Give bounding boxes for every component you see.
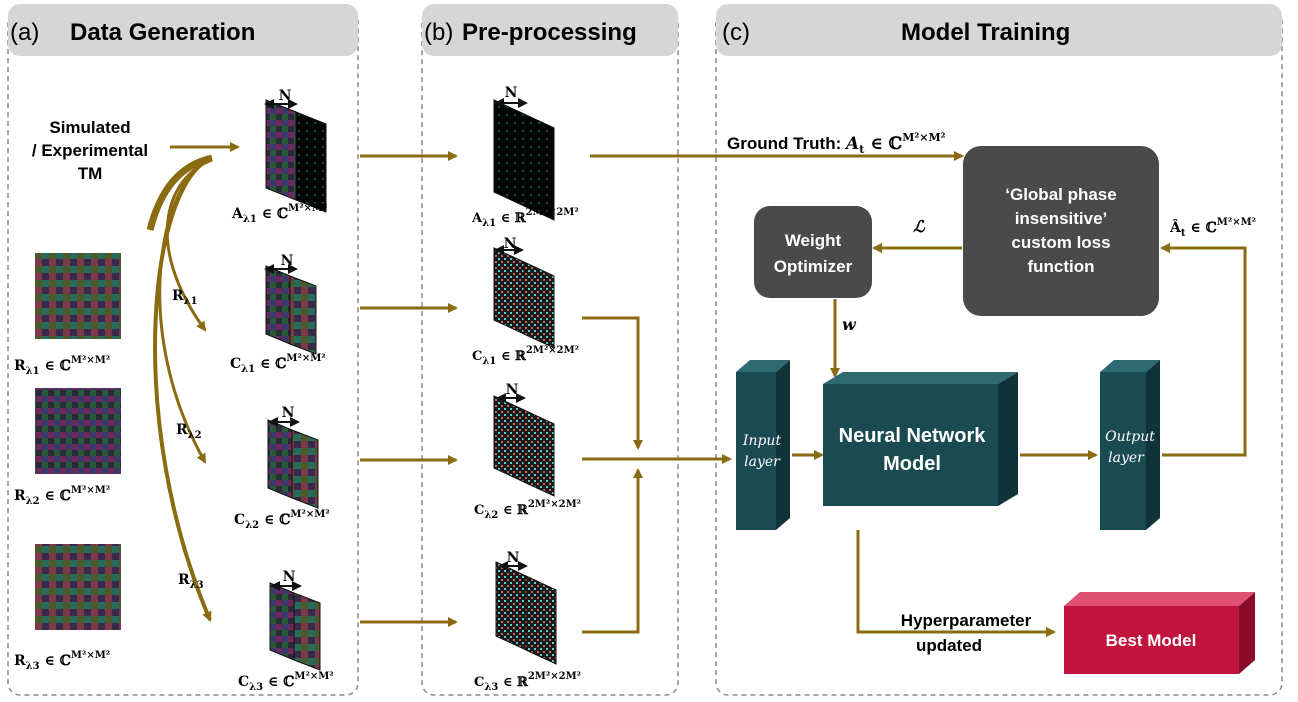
- panel-a-title: Data Generation: [70, 19, 255, 46]
- input-line2: layer: [744, 454, 781, 470]
- svg-text:N: N: [505, 85, 518, 101]
- loss-line4: function: [1027, 257, 1094, 276]
- c1-merge-arrow: [582, 316, 643, 450]
- c1-complex-label: Cλ1 ∈ ℂM²×M²: [230, 353, 326, 375]
- panel-a-header: [8, 4, 358, 56]
- c3-matrix-pair: N: [269, 569, 321, 671]
- w-label: w: [842, 315, 857, 334]
- c2-real-label: Cλ2 ∈ ℝ2M²×2M²: [474, 499, 581, 521]
- a-real-label: Aλ1 ∈ ℝ2M²×2M²: [471, 207, 579, 229]
- ground-truth-label: Ground Truth: At ∈ ℂM²×M²: [727, 131, 946, 156]
- fan-bundle: [146, 154, 213, 231]
- c3-complex-label: Cλ3 ∈ ℂM²×M²: [238, 671, 334, 693]
- weight-optimizer-box: [754, 206, 872, 298]
- loss-symbol: ℒ: [913, 217, 926, 236]
- svg-text:N: N: [507, 550, 520, 566]
- r1-matrix-image: [35, 253, 121, 339]
- svg-text:N: N: [282, 405, 295, 421]
- panel-c-header: [716, 4, 1282, 56]
- loss-line1: ‘Global phase: [1005, 185, 1116, 204]
- loss-line2: insensitive’: [1015, 209, 1108, 228]
- r1-matrix-label: Rλ1 ∈ ℂM²×M²: [14, 355, 110, 377]
- r2-arrow-label: Rλ2: [176, 422, 202, 441]
- source-line2: / Experimental: [32, 141, 148, 160]
- neural-network-block: [823, 372, 1018, 506]
- hyper-line2: updated: [916, 636, 982, 655]
- panel-b-frame: [421, 9, 679, 696]
- panel-c-title: Model Training: [901, 19, 1070, 46]
- c1-real-matrix-pair: N: [493, 236, 555, 349]
- fan-arrow-r3: [153, 158, 212, 622]
- input-line1: Input: [742, 433, 782, 449]
- c1-real-label: Cλ1 ∈ ℝ2M²×2M²: [472, 345, 579, 367]
- source-line1: Simulated: [49, 118, 130, 137]
- prediction-label: Ât ∈ ℂM²×M²: [1169, 217, 1256, 239]
- c3-real-matrix-pair: N: [495, 550, 557, 665]
- r3-matrix-label: Rλ3 ∈ ℂM²×M²: [14, 650, 110, 672]
- panel-b-tag: (b): [424, 19, 453, 46]
- output-layer-block: [1100, 360, 1160, 530]
- model-line1: Neural Network: [839, 425, 987, 447]
- panel-b-title: Pre-processing: [462, 19, 637, 46]
- c1-matrix-pair: N: [264, 253, 317, 355]
- hyperparameter-arrow: [856, 530, 1056, 637]
- loss-function-box: [963, 146, 1159, 316]
- a-matrix-pair: N: [264, 88, 327, 213]
- c2-matrix-pair: N: [267, 405, 319, 509]
- r1-arrow-label: Rλ1: [172, 288, 198, 307]
- c3-merge-arrow: [582, 468, 643, 634]
- panel-a-tag: (a): [10, 19, 39, 46]
- fan-arrow-r2: [158, 158, 211, 464]
- a-n-label: N: [279, 88, 292, 104]
- optimizer-line2: Optimizer: [774, 257, 853, 276]
- svg-text:N: N: [281, 253, 294, 269]
- a-real-matrix-pair: N: [493, 85, 555, 221]
- panel-c-tag: (c): [722, 19, 750, 46]
- c2-complex-label: Cλ2 ∈ ℂM²×M²: [234, 509, 330, 531]
- r2-matrix-image: [35, 388, 121, 474]
- c2-real-matrix-pair: N: [493, 382, 555, 497]
- best-model-block: [1064, 592, 1255, 674]
- hyper-line1: Hyperparameter: [901, 611, 1032, 630]
- best-model-label: Best Model: [1106, 631, 1197, 650]
- panel-b-header: [422, 4, 678, 56]
- output-to-loss-arrow: [1160, 243, 1247, 457]
- c3-real-label: Cλ3 ∈ ℝ2M²×2M²: [474, 671, 581, 693]
- svg-text:N: N: [504, 236, 517, 252]
- output-line2: layer: [1108, 450, 1145, 466]
- source-line3: TM: [78, 164, 103, 183]
- output-line1: Output: [1105, 429, 1155, 445]
- optimizer-line1: Weight: [785, 231, 842, 250]
- model-line2: Model: [883, 453, 941, 475]
- r3-matrix-image: [35, 544, 121, 630]
- a-complex-label: Aλ1 ∈ ℂM²×M²: [231, 203, 327, 225]
- r2-matrix-label: Rλ2 ∈ ℂM²×M²: [14, 485, 110, 507]
- input-layer-block: [736, 360, 790, 530]
- svg-text:N: N: [283, 569, 296, 585]
- svg-text:N: N: [506, 382, 519, 398]
- loss-line3: custom loss: [1011, 233, 1110, 252]
